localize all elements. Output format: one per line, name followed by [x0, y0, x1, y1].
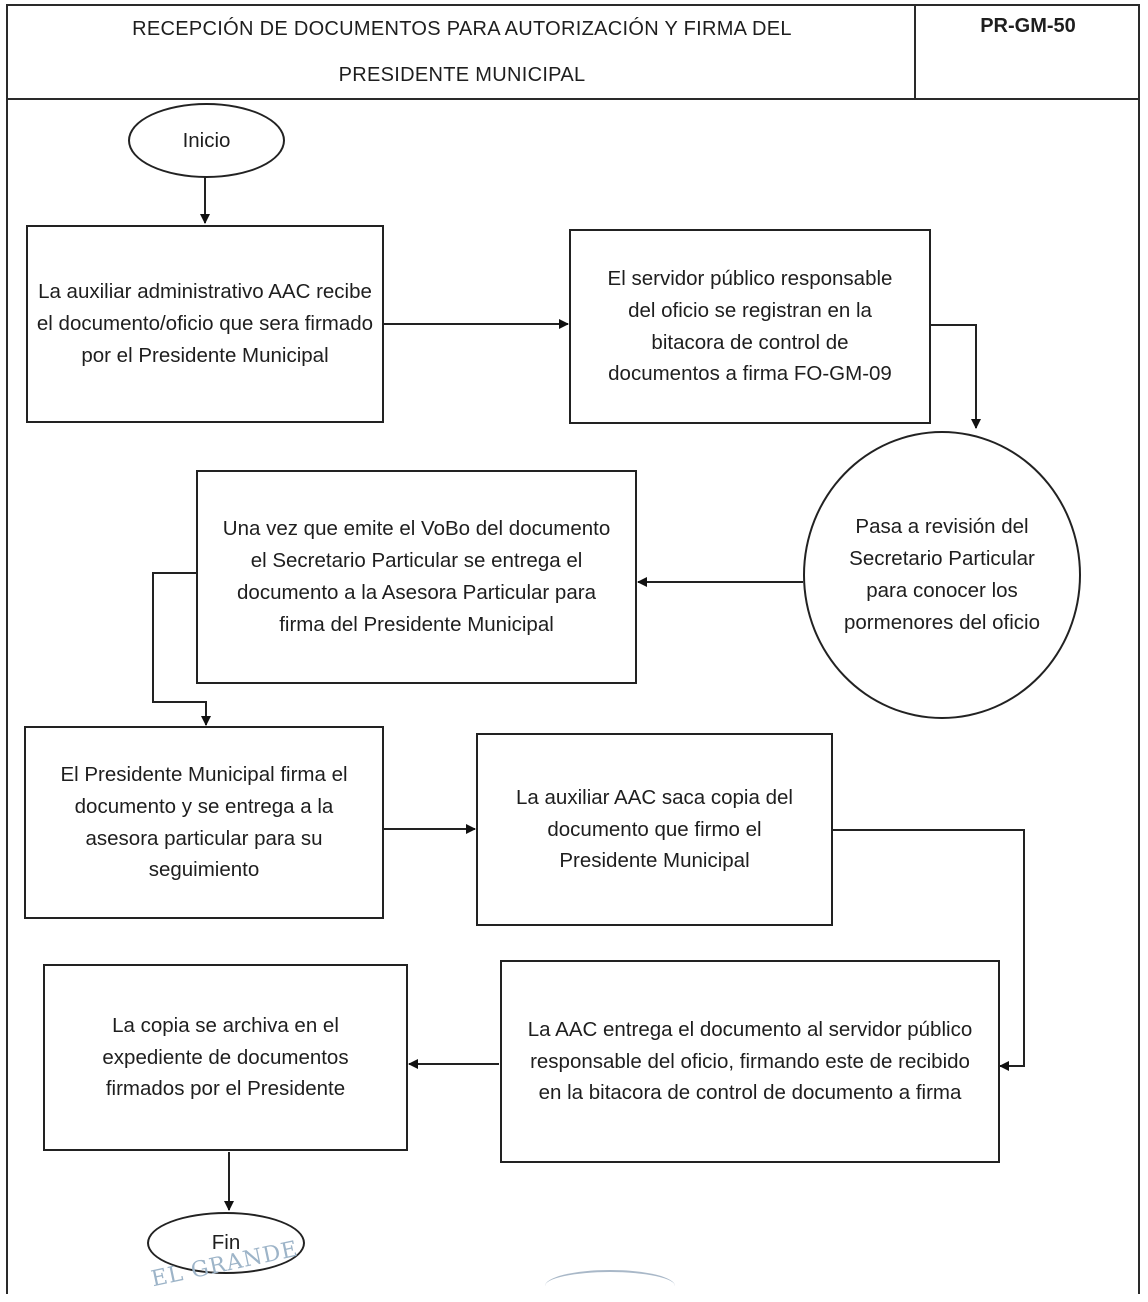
header-column-divider	[914, 4, 916, 100]
step-receive-document: La auxiliar administrativo AAC recibe el…	[26, 225, 384, 423]
step-secretary-review: Pasa a revisión del Secretario Particula…	[803, 431, 1081, 719]
step-make-copy: La auxiliar AAC saca copia del documento…	[476, 733, 833, 926]
procedure-title-line1: RECEPCIÓN DE DOCUMENTOS PARA AUTORIZACIÓ…	[132, 17, 792, 40]
step-archive-copy: La copia se archiva en el expediente de …	[43, 964, 408, 1151]
document-frame	[6, 4, 1140, 1294]
procedure-title-line2: PRESIDENTE MUNICIPAL	[338, 63, 586, 86]
end-terminal: Fin	[147, 1212, 305, 1274]
arrow-step6-to-step7	[832, 829, 1025, 1071]
procedure-title: RECEPCIÓN DE DOCUMENTOS PARA AUTORIZACIÓ…	[8, 6, 916, 98]
official-seal	[545, 1270, 675, 1302]
procedure-code: PR-GM-50	[980, 14, 1076, 37]
step-deliver-to-official: La AAC entrega el documento al servidor …	[500, 960, 1000, 1163]
step-president-signs: El Presidente Municipal firma el documen…	[24, 726, 384, 919]
step-register-logbook: El servidor público responsable del ofic…	[569, 229, 931, 424]
arrow-step2-to-step3	[930, 324, 981, 429]
header-divider	[6, 98, 1140, 100]
arrow-step4-to-step5	[152, 572, 211, 726]
start-terminal: Inicio	[128, 103, 285, 178]
step-vobo-handover: Una vez que emite el VoBo del documento …	[196, 470, 637, 684]
